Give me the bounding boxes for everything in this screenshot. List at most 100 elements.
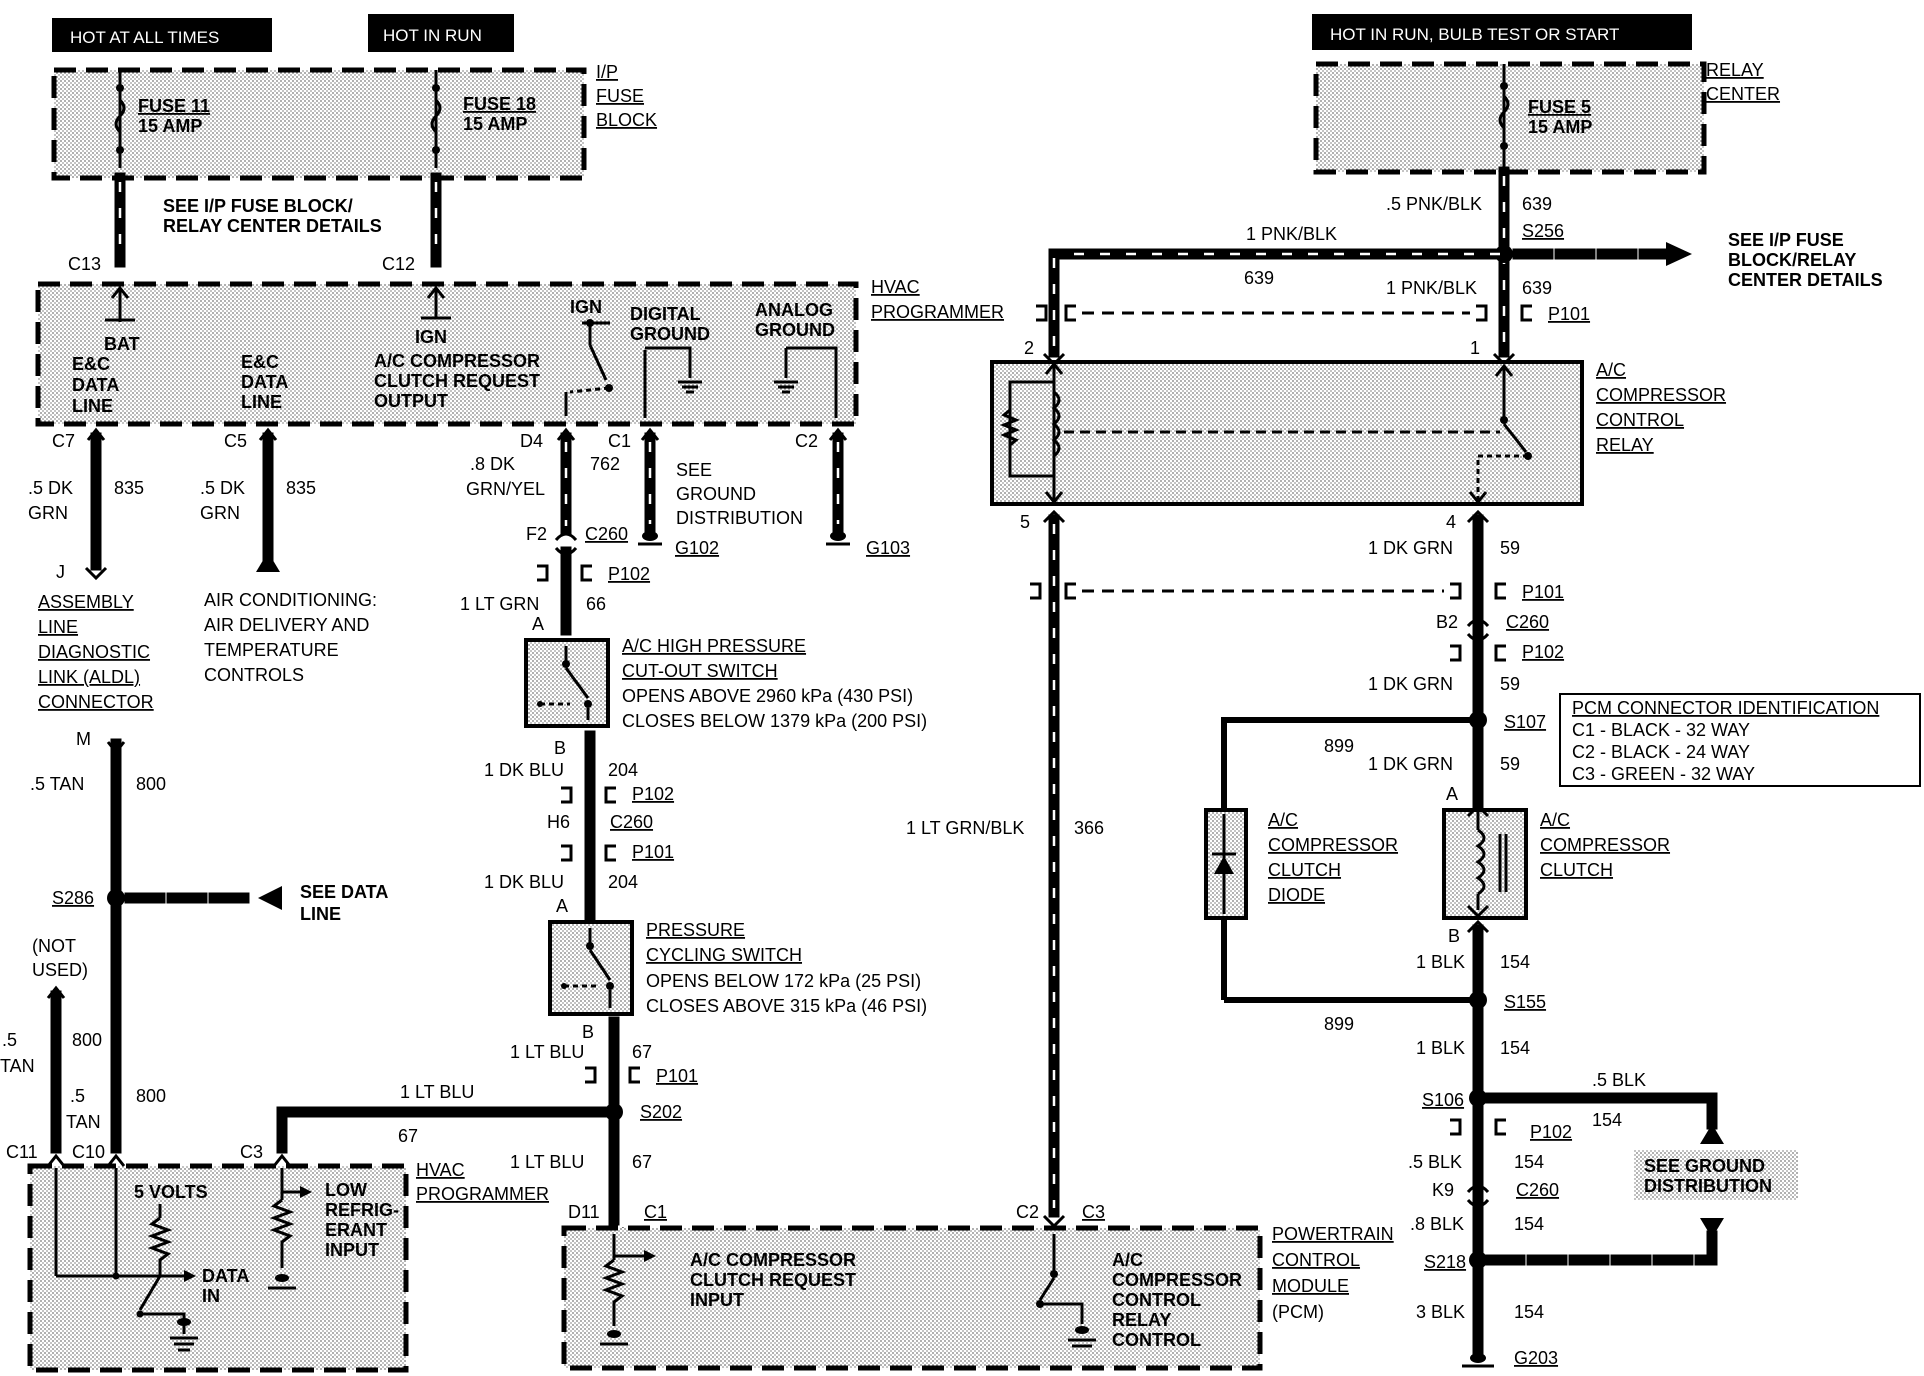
svg-text:BLOCK/RELAY: BLOCK/RELAY	[1728, 250, 1856, 270]
svg-text:C10: C10	[72, 1142, 105, 1162]
svg-text:A/C: A/C	[1596, 360, 1626, 380]
svg-text:ANALOG: ANALOG	[755, 300, 833, 320]
s218-splice	[1469, 1251, 1487, 1269]
svg-text:C260: C260	[1516, 1180, 1559, 1200]
svg-text:DATA: DATA	[241, 372, 288, 392]
svg-text:.5: .5	[2, 1030, 17, 1050]
svg-text:800: 800	[136, 1086, 166, 1106]
svg-text:154: 154	[1500, 1038, 1530, 1058]
svg-text:66: 66	[586, 594, 606, 614]
svg-text:C3: C3	[1082, 1202, 1105, 1222]
p102-connector-d: P102	[1450, 1118, 1572, 1142]
svg-text:P101: P101	[656, 1066, 698, 1086]
svg-text:TAN: TAN	[0, 1056, 35, 1076]
svg-text:2: 2	[1024, 338, 1034, 358]
svg-text:H6: H6	[547, 812, 570, 832]
svg-text:HOT IN RUN: HOT IN RUN	[383, 26, 482, 45]
svg-text:COMPRESSOR: COMPRESSOR	[1596, 385, 1726, 405]
svg-text:.5 DK: .5 DK	[200, 478, 245, 498]
svg-text:A/C: A/C	[1268, 810, 1298, 830]
svg-text:A/C COMPRESSOR: A/C COMPRESSOR	[690, 1250, 856, 1270]
svg-text:835: 835	[286, 478, 316, 498]
svg-text:DIODE: DIODE	[1268, 885, 1325, 905]
svg-text:INPUT: INPUT	[690, 1290, 744, 1310]
svg-text:(PCM): (PCM)	[1272, 1302, 1324, 1322]
svg-text:1 LT BLU: 1 LT BLU	[400, 1082, 474, 1102]
svg-text:CONTROL: CONTROL	[1112, 1290, 1201, 1310]
svg-text:S286: S286	[52, 888, 94, 908]
svg-text:CONTROL: CONTROL	[1112, 1330, 1201, 1350]
svg-text:CLOSES ABOVE 315 kPa (46 PSI): CLOSES ABOVE 315 kPa (46 PSI)	[646, 996, 927, 1016]
svg-text:HOT AT ALL TIMES: HOT AT ALL TIMES	[70, 28, 219, 47]
p101-connector-c: P101	[1036, 304, 1590, 324]
svg-text:GROUND: GROUND	[755, 320, 835, 340]
svg-text:G203: G203	[1514, 1348, 1558, 1368]
svg-text:J: J	[56, 562, 65, 582]
svg-text:.5 BLK: .5 BLK	[1592, 1070, 1646, 1090]
svg-text:CYCLING SWITCH: CYCLING SWITCH	[646, 945, 802, 965]
svg-text:MODULE: MODULE	[1272, 1276, 1349, 1296]
svg-text:15 AMP: 15 AMP	[463, 114, 527, 134]
svg-text:B: B	[582, 1022, 594, 1042]
svg-text:CONTROL: CONTROL	[1272, 1250, 1360, 1270]
svg-text:366: 366	[1074, 818, 1104, 838]
svg-text:P102: P102	[1522, 642, 1564, 662]
svg-text:RELAY: RELAY	[1596, 435, 1654, 455]
svg-text:CLOSES BELOW 1379 kPa (200 PSI: CLOSES BELOW 1379 kPa (200 PSI)	[622, 711, 927, 731]
p101-connector-a: P101	[561, 842, 674, 862]
svg-text:639: 639	[1522, 278, 1552, 298]
svg-text:204: 204	[608, 872, 638, 892]
svg-text:835: 835	[114, 478, 144, 498]
svg-text:LINE: LINE	[300, 904, 341, 924]
svg-text:S202: S202	[640, 1102, 682, 1122]
svg-text:C1: C1	[644, 1202, 667, 1222]
svg-text:5 VOLTS: 5 VOLTS	[134, 1182, 208, 1202]
svg-text:639: 639	[1522, 194, 1552, 214]
svg-text:DIGITAL: DIGITAL	[630, 304, 701, 324]
svg-text:B: B	[554, 738, 566, 758]
header-hot-run-bulb: HOT IN RUN, BULB TEST OR START	[1312, 14, 1692, 50]
svg-text:C11: C11	[6, 1142, 38, 1162]
svg-text:800: 800	[72, 1030, 102, 1050]
hvac-programmer-label: HVAC	[871, 277, 920, 297]
svg-text:HOT IN RUN, BULB TEST OR START: HOT IN RUN, BULB TEST OR START	[1330, 25, 1619, 44]
ac-compressor-clutch-diode	[1204, 808, 1248, 920]
svg-text:SEE DATA: SEE DATA	[300, 882, 388, 902]
svg-text:RELAY: RELAY	[1112, 1310, 1171, 1330]
svg-text:P101: P101	[1548, 304, 1590, 324]
svg-text:899: 899	[1324, 736, 1354, 756]
svg-text:DATA: DATA	[72, 375, 119, 395]
svg-text:.8 BLK: .8 BLK	[1410, 1214, 1464, 1234]
svg-text:1 DK GRN: 1 DK GRN	[1368, 538, 1453, 558]
svg-text:GRN: GRN	[28, 503, 68, 523]
svg-text:C260: C260	[585, 524, 628, 544]
svg-text:COMPRESSOR: COMPRESSOR	[1540, 835, 1670, 855]
p102-connector-c: P102	[1450, 642, 1564, 662]
svg-text:1 LT BLU: 1 LT BLU	[510, 1152, 584, 1172]
svg-text:(NOT: (NOT	[32, 936, 76, 956]
ip-fuse-block: FUSE 11 15 AMP FUSE 18 15 AMP I/P FUSE B…	[51, 62, 657, 181]
svg-text:F2: F2	[526, 524, 547, 544]
svg-text:COMPRESSOR: COMPRESSOR	[1112, 1270, 1242, 1290]
svg-text:67: 67	[398, 1126, 418, 1146]
fuse18-label: FUSE 18	[463, 94, 536, 114]
svg-text:C5: C5	[224, 431, 247, 451]
svg-text:C7: C7	[52, 431, 75, 451]
svg-text:CENTER: CENTER	[1706, 84, 1780, 104]
svg-text:CONTROLS: CONTROLS	[204, 665, 304, 685]
ac-compressor-control-relay	[990, 360, 1584, 506]
svg-text:OUTPUT: OUTPUT	[374, 391, 448, 411]
svg-text:154: 154	[1500, 952, 1530, 972]
svg-text:P101: P101	[1522, 582, 1564, 602]
svg-text:I/P: I/P	[596, 62, 618, 82]
svg-text:59: 59	[1500, 538, 1520, 558]
see-ground-distribution-ref: SEE GROUND DISTRIBUTION	[676, 460, 803, 528]
svg-text:SEE GROUND: SEE GROUND	[1644, 1156, 1765, 1176]
see-data-line-ref: SEE DATA LINE	[300, 882, 388, 924]
svg-text:.5 TAN: .5 TAN	[30, 774, 84, 794]
svg-text:S107: S107	[1504, 712, 1546, 732]
svg-text:CENTER DETAILS: CENTER DETAILS	[1728, 270, 1883, 290]
see-ip-fuse-note: SEE I/P FUSE BLOCK/	[163, 196, 353, 216]
svg-text:C13: C13	[68, 254, 101, 274]
svg-text:ASSEMBLY: ASSEMBLY	[38, 592, 134, 612]
